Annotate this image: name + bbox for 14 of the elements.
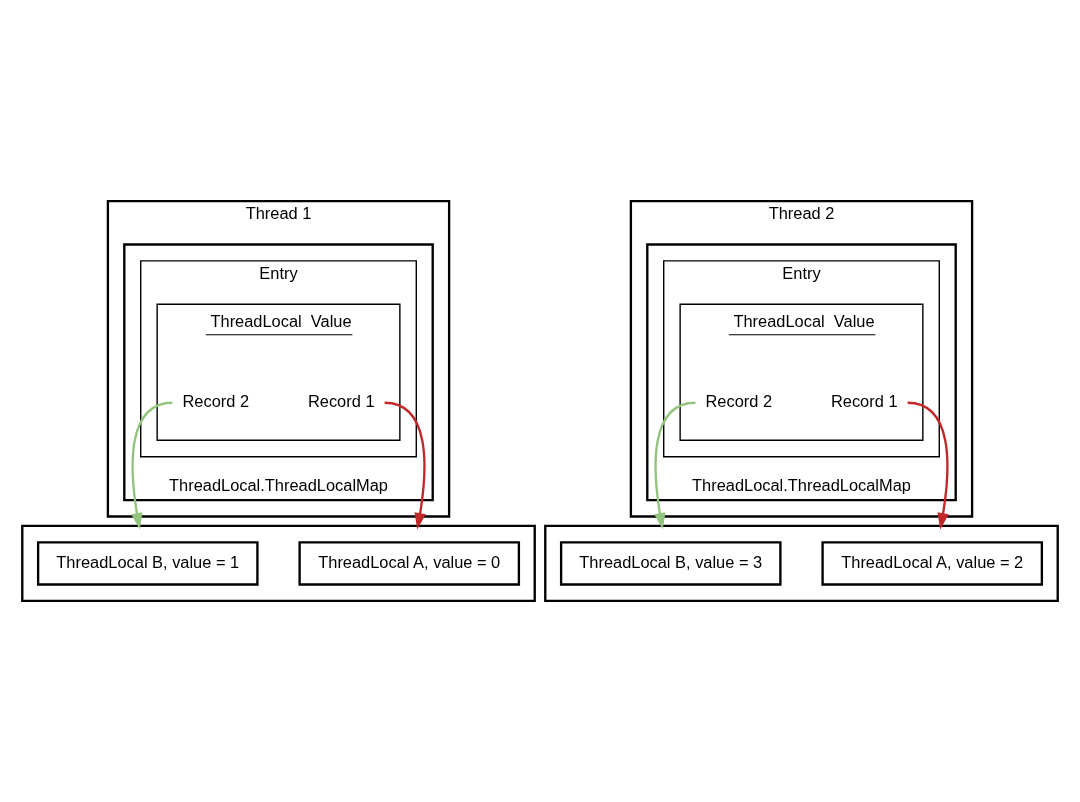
node-box: ThreadLocal B, value = 3 [559,541,782,586]
node-box: ThreadLocal A, value = 2 [821,541,1044,586]
cluster [544,524,1059,603]
arrow [907,401,949,530]
node-text: Record 1 [830,392,898,411]
node-text: Record 2 [182,392,250,411]
arrow [131,401,173,530]
node-box: ThreadLocal A, value = 0 [298,541,521,586]
arrow [654,401,696,530]
node-box: ThreadLocal B, value = 1 [36,541,259,586]
node-text: Record 1 [307,392,375,411]
node-text: Record 2 [705,392,773,411]
arrow [384,401,426,530]
cluster [21,524,536,603]
